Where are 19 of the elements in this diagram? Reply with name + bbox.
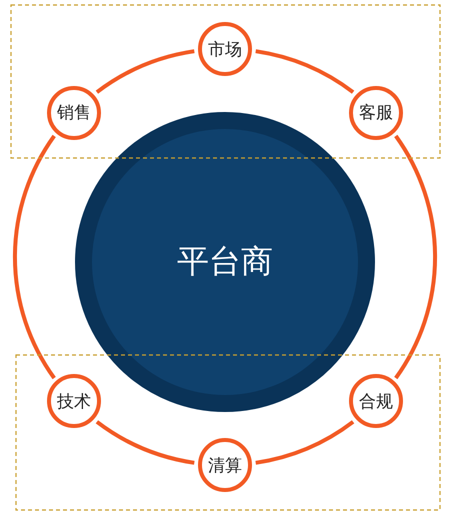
ring-arc <box>255 49 354 94</box>
role-label: 技术 <box>56 390 91 413</box>
ring-arc <box>394 134 437 380</box>
role-label: 市场 <box>208 38 242 60</box>
role-circle <box>198 22 252 76</box>
role-label: 销售 <box>56 102 91 124</box>
role-circle <box>46 86 101 140</box>
role-circle <box>198 438 252 492</box>
role-circle <box>46 374 101 428</box>
ring-arc <box>96 420 195 465</box>
ring-arc <box>96 49 195 94</box>
role-label: 清算 <box>208 454 242 476</box>
ring-arc <box>255 420 354 465</box>
role-circle <box>349 86 404 140</box>
center-label: 平台商 <box>177 241 273 282</box>
role-label: 合规 <box>359 390 394 413</box>
role-label: 客服 <box>359 102 394 124</box>
ring-arc <box>13 134 56 380</box>
role-circle <box>349 374 404 428</box>
